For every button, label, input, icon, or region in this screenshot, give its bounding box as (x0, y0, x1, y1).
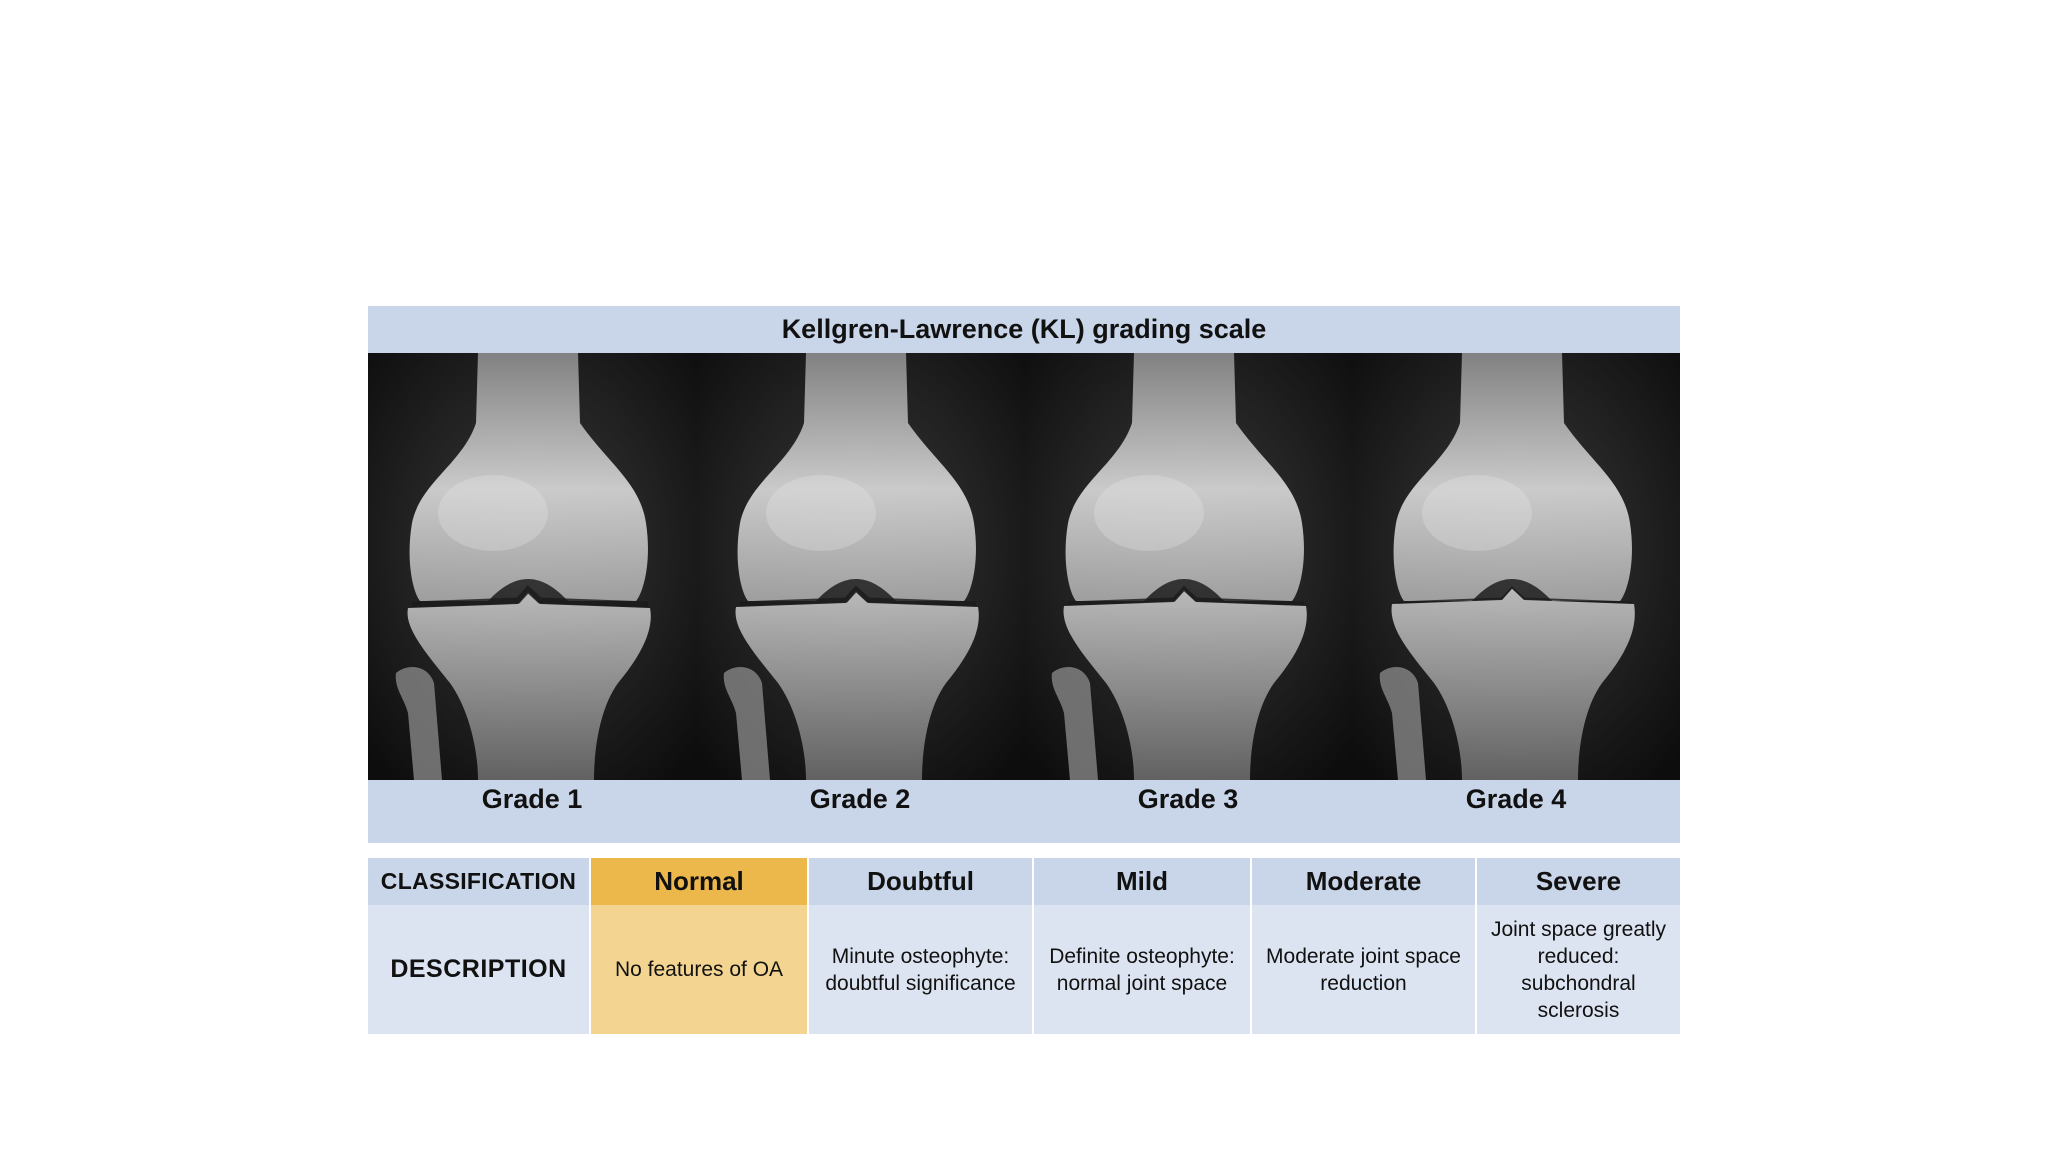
grade-label-4: Grade 4 (1465, 784, 1567, 814)
knee-xray-grade-2 (696, 353, 1024, 780)
classification-doubtful: Doubtful (807, 858, 1033, 905)
description-header: DESCRIPTION (368, 905, 590, 1034)
description-row: DESCRIPTION No features of OA Minute ost… (368, 905, 1680, 1034)
knee-xray-grade-3 (1024, 353, 1352, 780)
description-doubtful: Minute osteophyte: doubtful significance (807, 905, 1033, 1034)
classification-row: CLASSIFICATION Normal Doubtful Mild Mode… (368, 858, 1680, 905)
description-normal: No features of OA (589, 905, 808, 1034)
grade-label-1: Grade 1 (481, 784, 583, 814)
grade-label-2: Grade 2 (809, 784, 911, 814)
classification-mild: Mild (1032, 858, 1251, 905)
description-moderate: Moderate joint space reduction (1250, 905, 1476, 1034)
kl-grading-figure: Kellgren-Lawrence (KL) grading scale Gra… (368, 306, 1680, 1034)
knee-xray-grade-4 (1352, 353, 1680, 780)
classification-header: CLASSIFICATION (368, 858, 590, 905)
xray-strip (368, 353, 1680, 780)
grade-label-3: Grade 3 (1137, 784, 1239, 814)
figure-title: Kellgren-Lawrence (KL) grading scale (368, 306, 1680, 353)
description-mild: Definite osteophyte: normal joint space (1032, 905, 1251, 1034)
classification-table: CLASSIFICATION Normal Doubtful Mild Mode… (368, 858, 1680, 1034)
classification-moderate: Moderate (1250, 858, 1476, 905)
grade-labels: Grade 1 Grade 2 Grade 3 Grade 4 (368, 780, 1680, 843)
classification-normal: Normal (589, 858, 808, 905)
description-severe: Joint space greatly reduced: subchondral… (1475, 905, 1680, 1034)
knee-xray-grade-1 (368, 353, 696, 780)
classification-severe: Severe (1475, 858, 1680, 905)
